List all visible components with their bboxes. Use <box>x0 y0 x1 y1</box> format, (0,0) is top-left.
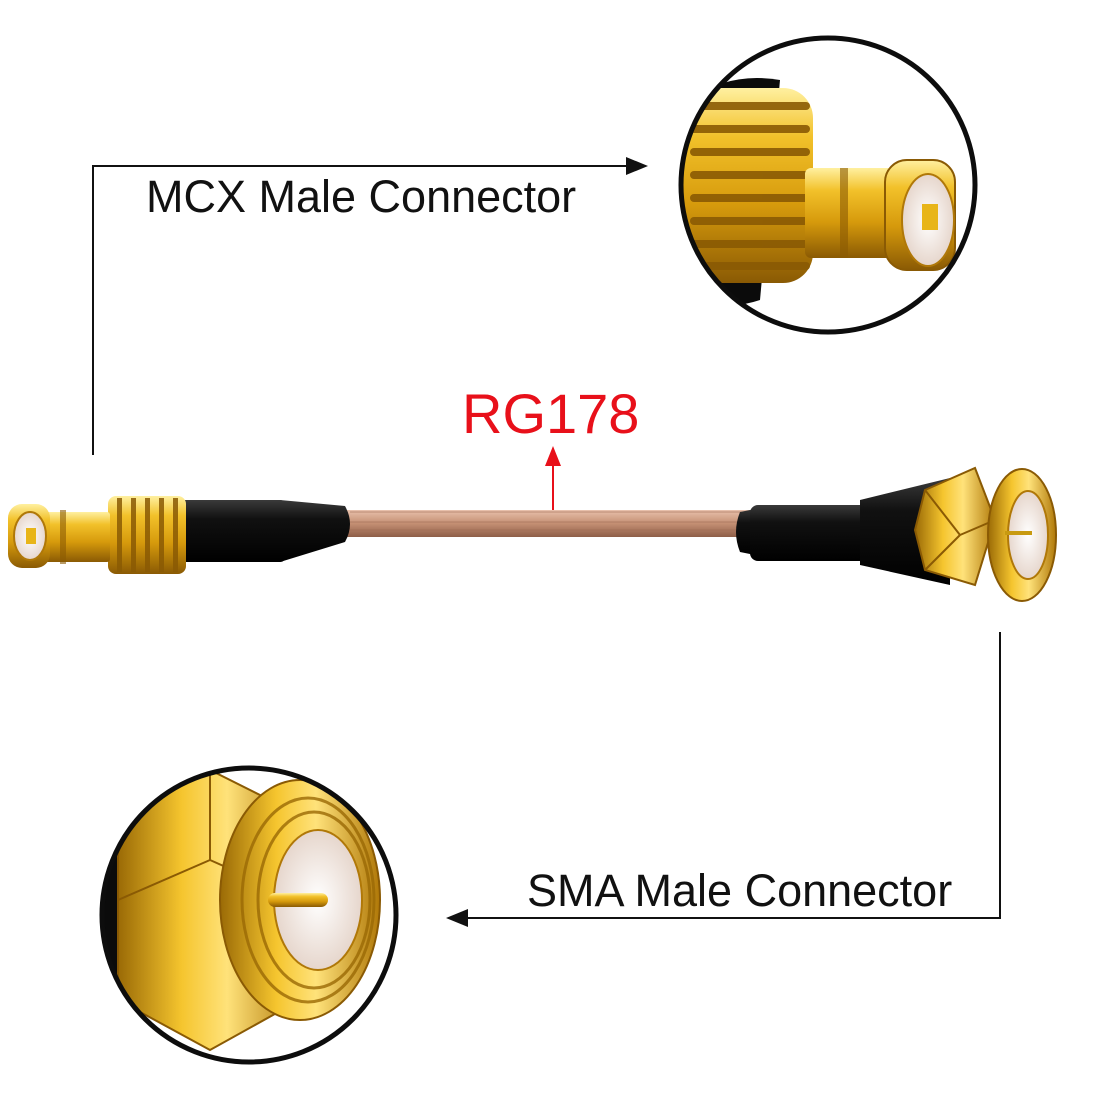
rg178-cable <box>340 510 760 537</box>
mcx-connector-small <box>8 496 186 574</box>
sma-zoom-circle <box>99 765 399 1065</box>
mcx-zoom-circle <box>678 35 978 335</box>
sma-connector-small <box>913 466 1057 602</box>
sma-callout-line <box>446 632 1001 927</box>
rg178-cable-label: RG178 <box>462 382 640 445</box>
mcx-callout-line <box>92 157 648 455</box>
mcx-cable-boot <box>178 500 350 562</box>
mcx-connector-label: MCX Male Connector <box>146 171 577 222</box>
sma-connector-label: SMA Male Connector <box>527 865 953 916</box>
